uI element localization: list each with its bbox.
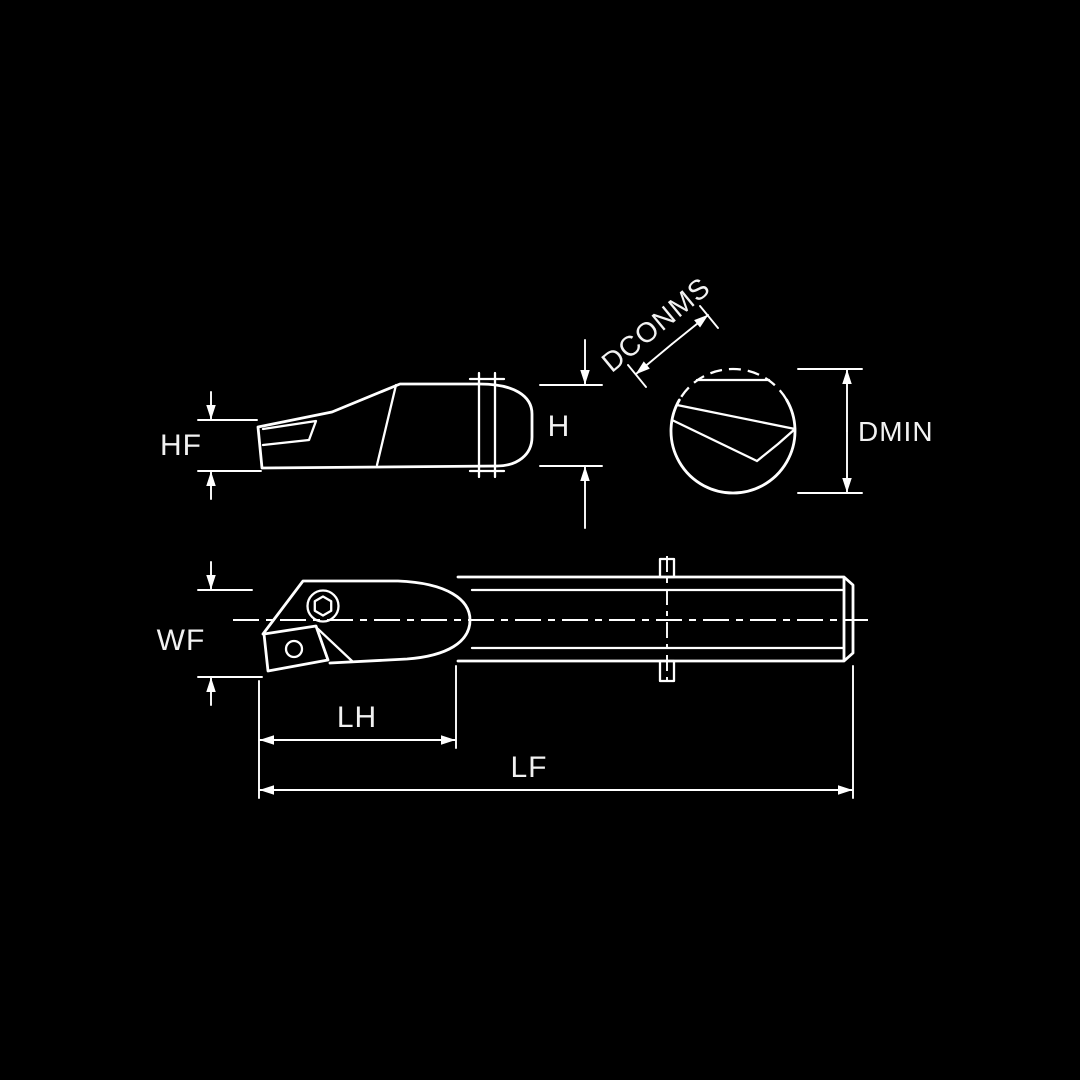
dconms-extension-ticks	[627, 305, 719, 388]
end-view-dashed-arc	[678, 367, 788, 401]
dconms-dimension-label: DCONMS	[596, 271, 716, 378]
lh-dimension: LH	[258, 665, 457, 799]
hf-dimension-label: HF	[160, 429, 202, 462]
end-view-solid-arc	[669, 398, 797, 495]
h-extension-lines	[539, 384, 603, 467]
lf-dimension-label: LF	[510, 751, 547, 784]
dmin-dimension: DMIN	[797, 368, 934, 494]
lh-dimension-label: LH	[337, 701, 377, 734]
clamp-edge-line	[316, 627, 354, 663]
h-dimension-label: H	[548, 410, 571, 443]
head-side-view	[256, 371, 534, 479]
main-profile-view	[233, 556, 868, 684]
dmin-extension-lines	[797, 368, 863, 494]
screw-tick-bottom	[658, 659, 676, 683]
head-side-outline	[256, 382, 534, 470]
lh-extension-lines	[258, 665, 457, 799]
lf-dimension: LF	[259, 665, 854, 799]
dmin-dimension-label: DMIN	[858, 416, 934, 447]
clamp-screw-hexagon	[313, 595, 333, 617]
dconms-arrow-lower	[635, 343, 673, 375]
hf-dimension: HF	[160, 391, 262, 500]
head-outline	[261, 579, 472, 665]
clamp-screw-circle	[306, 589, 340, 623]
insert-outline	[262, 624, 330, 673]
insert-corner-circle	[284, 639, 304, 659]
screw-tick-top	[658, 557, 676, 579]
wf-dimension-label: WF	[157, 624, 206, 657]
head-side-details	[261, 371, 506, 479]
dconms-arrow-upper	[671, 314, 709, 345]
wf-dimension: WF	[157, 561, 263, 706]
end-view-pocket-lines	[670, 403, 797, 463]
shank-end-view	[669, 367, 797, 495]
dconms-dimension: DCONMS	[596, 271, 719, 388]
hex-flat-lines	[470, 588, 846, 650]
wf-extension-lines	[197, 589, 263, 678]
h-dimension: H	[539, 339, 603, 529]
hf-extension-lines	[197, 419, 262, 472]
